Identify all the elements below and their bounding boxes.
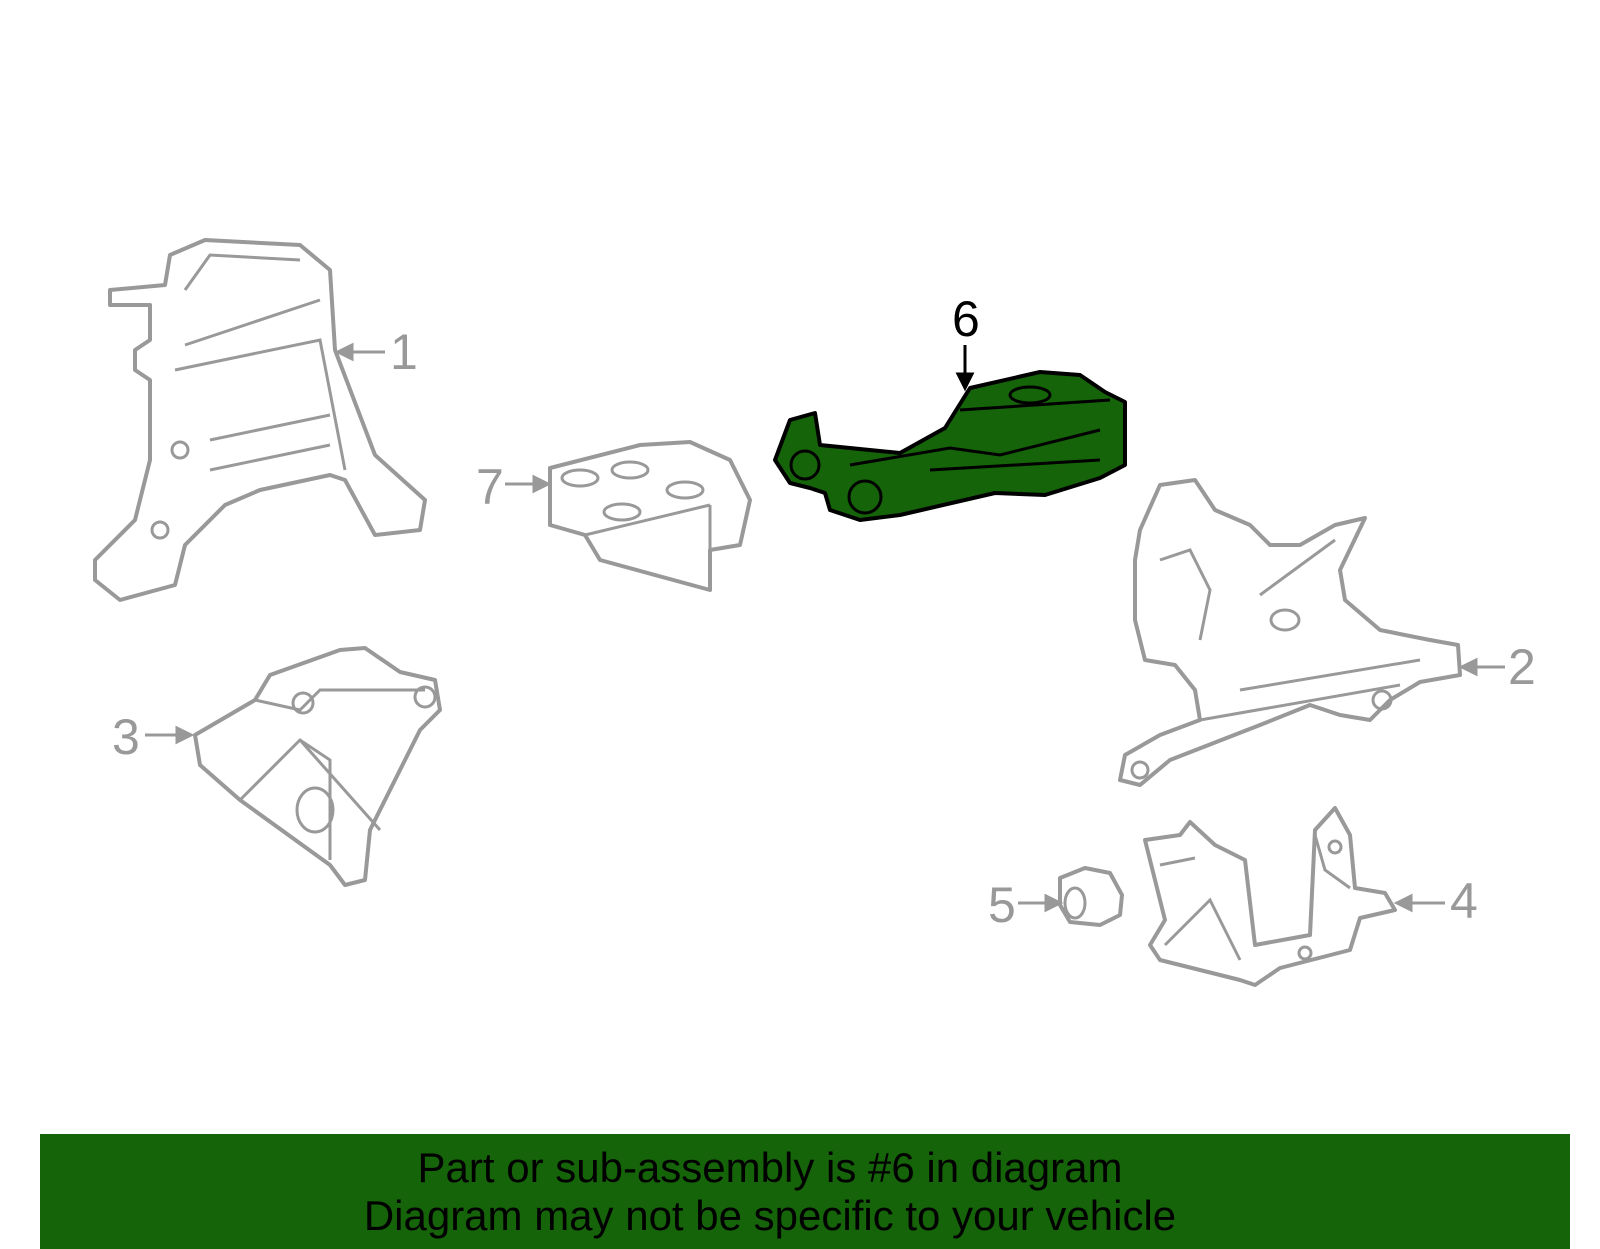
- part-5-bushing[interactable]: [1058, 866, 1124, 927]
- part-4-bracket[interactable]: [1143, 806, 1397, 987]
- callout-3-label: 3: [112, 709, 140, 765]
- callout-2-label: 2: [1508, 639, 1536, 695]
- part-1-mount[interactable]: [93, 238, 427, 602]
- part-3-mount[interactable]: [193, 646, 442, 887]
- banner-line-2: Diagram may not be specific to your vehi…: [363, 1192, 1177, 1239]
- banner-line-1: Part or sub-assembly is #6 in diagram: [417, 1144, 1123, 1191]
- callout-5-label: 5: [988, 877, 1016, 933]
- callout-7-label: 7: [476, 459, 504, 515]
- callout-1-label: 1: [390, 324, 418, 380]
- part-2-mount[interactable]: [1118, 478, 1462, 787]
- callout-4-label: 4: [1450, 873, 1478, 929]
- callout-6-label: 6: [952, 291, 980, 347]
- info-banner: Part or sub-assembly is #6 in diagram Di…: [40, 1134, 1570, 1249]
- part-6-torque-rod-mount[interactable]: [773, 370, 1127, 522]
- part-7-mount[interactable]: [548, 440, 752, 592]
